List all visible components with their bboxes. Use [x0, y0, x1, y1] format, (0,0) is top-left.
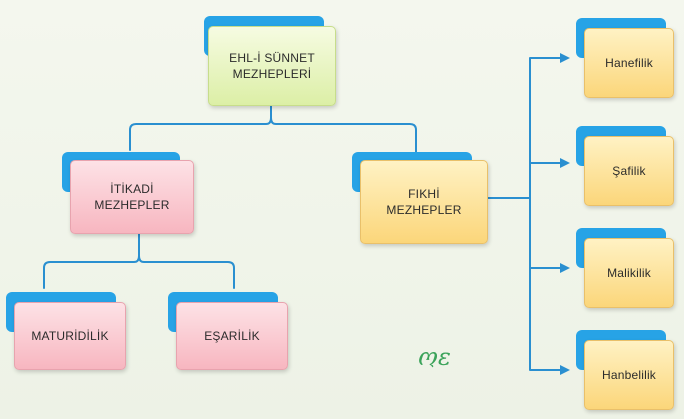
- node-hanefilik: Hanefilik: [576, 18, 674, 98]
- connector-itikadi: [43, 233, 235, 289]
- arrowhead-hanbelilik: [560, 365, 570, 375]
- meb-logo-icon: ოε: [418, 343, 451, 371]
- node-itikadi-mezhepler: İTİKADİ MEZHEPLER: [62, 152, 194, 234]
- node-label: MATURİDİLİK: [14, 302, 126, 370]
- connector-fikhi: [487, 57, 561, 371]
- node-label: İTİKADİ MEZHEPLER: [70, 160, 194, 234]
- arrowhead-hanefilik: [560, 53, 570, 63]
- node-label: Şafilik: [584, 136, 674, 206]
- node-esarilik: EŞARİLİK: [168, 292, 288, 370]
- node-maturidilik: MATURİDİLİK: [6, 292, 126, 370]
- node-label: Hanbelilik: [584, 340, 674, 410]
- node-label: Malikilik: [584, 238, 674, 308]
- node-fikhi-mezhepler: FIKHİ MEZHEPLER: [352, 152, 488, 244]
- node-label: EŞARİLİK: [176, 302, 288, 370]
- node-safilik: Şafilik: [576, 126, 674, 206]
- node-label: FIKHİ MEZHEPLER: [360, 160, 488, 244]
- arrowhead-safilik: [560, 158, 570, 168]
- node-ehl-i-sunnet: EHL-İ SÜNNET MEZHEPLERİ: [204, 16, 336, 106]
- connector-root: [129, 105, 417, 153]
- node-malikilik: Malikilik: [576, 228, 674, 308]
- node-hanbelilik: Hanbelilik: [576, 330, 674, 410]
- node-label: Hanefilik: [584, 28, 674, 98]
- node-label: EHL-İ SÜNNET MEZHEPLERİ: [208, 26, 336, 106]
- arrowhead-malikilik: [560, 263, 570, 273]
